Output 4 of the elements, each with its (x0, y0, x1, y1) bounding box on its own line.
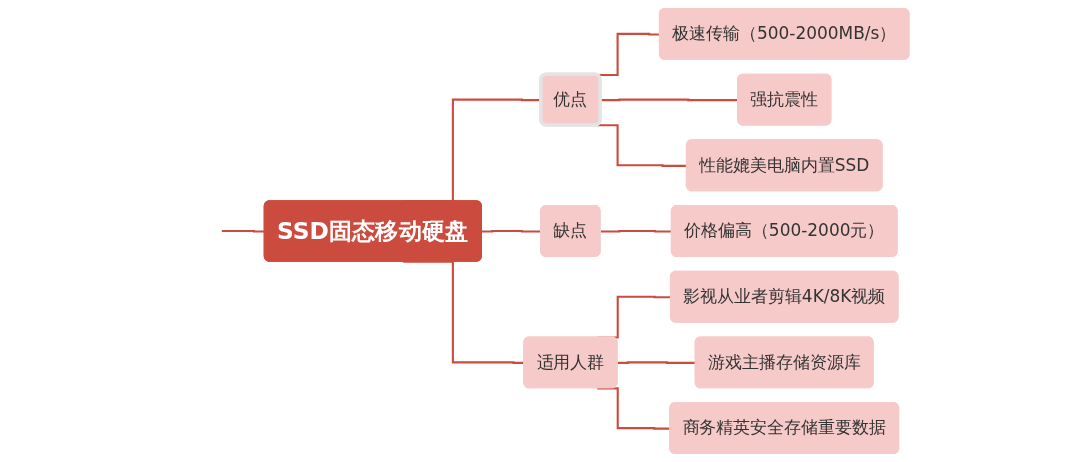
connector (617, 361, 696, 364)
connector (221, 229, 265, 233)
connector (596, 124, 687, 167)
connector (600, 229, 672, 233)
